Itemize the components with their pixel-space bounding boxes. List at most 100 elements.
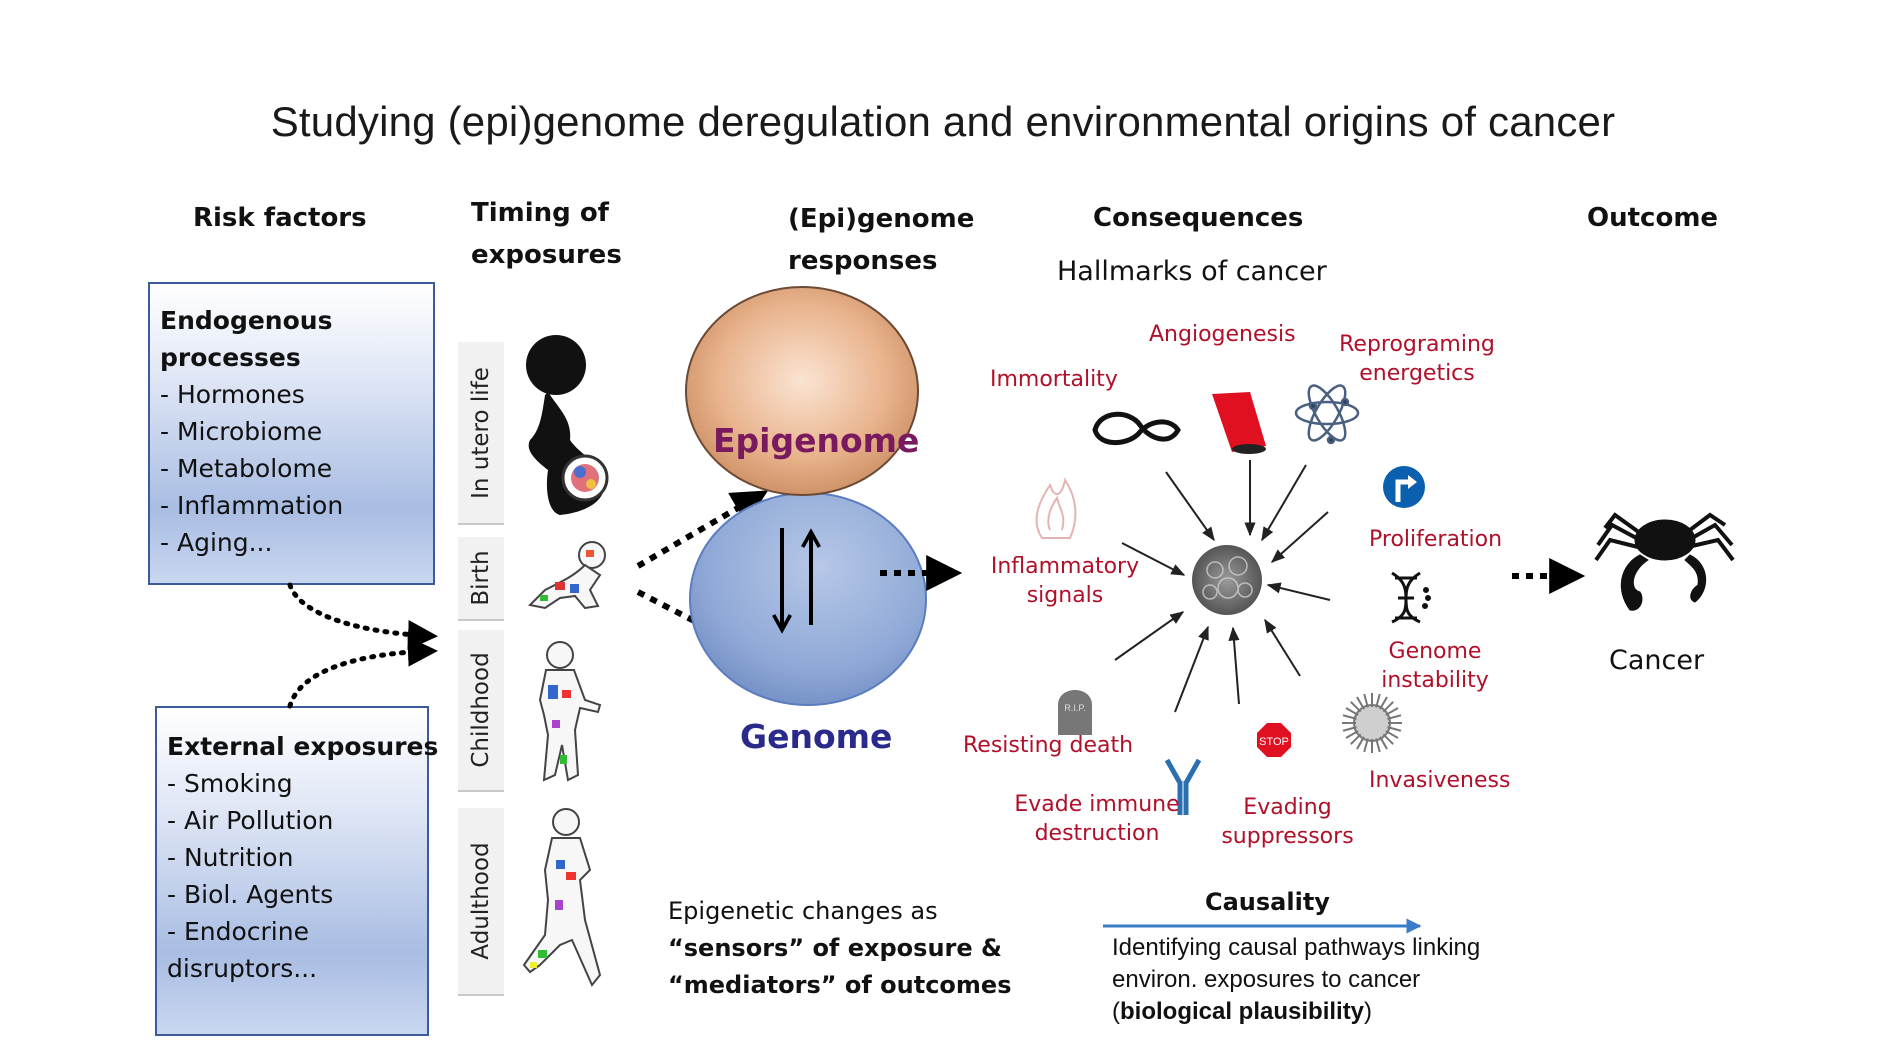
- timing-heading-line1: Timing of: [471, 198, 609, 228]
- hallmark-genome-instability: Genome instability: [1370, 637, 1500, 695]
- timing-stage-birth: Birth: [458, 537, 504, 621]
- spoke-arrow-immortality: [1165, 471, 1215, 542]
- infinity-icon: [1092, 411, 1181, 446]
- spike: [1342, 726, 1357, 732]
- child-icon: [538, 641, 602, 782]
- causality-description: Identifying causal pathways linking envi…: [1112, 932, 1480, 1028]
- hallmarks-subheading: Hallmarks of cancer: [1057, 256, 1327, 287]
- timing-stage-childhood: Childhood: [458, 630, 504, 792]
- timing-stage-in-utero: In utero life: [458, 342, 504, 525]
- biological-plausibility: biological plausibility: [1120, 998, 1365, 1025]
- spoke-arrow-evade-immune: [1174, 625, 1209, 713]
- pregnant-woman-icon: [526, 335, 609, 515]
- spiky-cell-icon: [1342, 693, 1402, 753]
- tombstone-icon: R.I.P.: [1058, 690, 1092, 735]
- endogenous-item: - Metabolome: [160, 454, 333, 483]
- hallmark-label-line2: instability: [1381, 668, 1489, 693]
- hallmark-immortality: Immortality: [990, 367, 1118, 392]
- external-heading: External exposures: [167, 732, 439, 761]
- dotted-arrow-external: [287, 636, 438, 709]
- spike: [1350, 733, 1362, 745]
- external-item: disruptors...: [167, 954, 318, 983]
- hallmark-label-line2: signals: [1026, 583, 1104, 608]
- epigenome-responses-heading: (Epi)genome responses: [788, 198, 974, 282]
- stop-sign-text: STOP: [1259, 736, 1289, 748]
- hallmark-evade-immune-destruction: Evade immune destruction: [1012, 790, 1182, 848]
- spoke-arrow-evading-suppressors: [1228, 626, 1240, 705]
- spike: [1375, 738, 1381, 753]
- antibody-icon: [1164, 758, 1202, 815]
- spoke-arrow-genome-instability: [1266, 582, 1331, 601]
- hallmark-evading-suppressors: Evading suppressors: [1220, 793, 1355, 851]
- paren-close: ): [1364, 998, 1373, 1025]
- spoke-arrow-energetics: [1261, 464, 1307, 542]
- spike: [1356, 696, 1365, 710]
- hallmark-label-line2: destruction: [1034, 821, 1160, 846]
- genome-label: Genome: [740, 717, 893, 756]
- external-item: - Air Pollution: [167, 806, 334, 835]
- dna-icon: [1391, 571, 1431, 624]
- spike: [1356, 736, 1365, 750]
- endogenous-processes-box: Endogenous processes - Hormones - Microb…: [148, 282, 435, 585]
- hallmark-resisting-death: Resisting death: [963, 733, 1134, 758]
- spike: [1342, 714, 1357, 720]
- tombstone-text: R.I.P.: [1064, 703, 1085, 713]
- external-item: - Endocrine: [167, 917, 309, 946]
- epigenome-node: [685, 286, 919, 496]
- flame-icon: [1035, 477, 1077, 539]
- turn-right-sign-icon: [1383, 466, 1425, 508]
- causality-line3: (biological plausibility): [1112, 996, 1480, 1028]
- crawling-baby-icon: [527, 541, 606, 610]
- external-item: - Smoking: [167, 769, 293, 798]
- hallmark-inflammatory-signals: Inflammatory signals: [985, 552, 1145, 610]
- tumor-cell-icon: [1192, 545, 1262, 615]
- external-item: - Nutrition: [167, 843, 294, 872]
- endogenous-item: - Hormones: [160, 380, 305, 409]
- spoke-arrow-proliferation: [1270, 511, 1329, 563]
- epi-heading-line1: (Epi)genome: [788, 204, 975, 234]
- spike: [1363, 738, 1369, 753]
- causality-label: Causality: [1205, 888, 1330, 916]
- epigenetic-sensors-note: Epigenetic changes as “sensors” of expos…: [668, 893, 1012, 1004]
- causality-line1: Identifying causal pathways linking: [1112, 934, 1481, 961]
- note-line1: Epigenetic changes as: [668, 897, 938, 925]
- diagram-title: Studying (epi)genome deregulation and en…: [270, 98, 1616, 145]
- spike: [1387, 714, 1402, 720]
- spike: [1345, 707, 1359, 716]
- endogenous-heading-line1: Endogenous: [160, 306, 333, 335]
- endogenous-item: - Aging...: [160, 528, 273, 557]
- blood-vessel-icon: [1212, 392, 1266, 454]
- note-line2: “sensors” of exposure &: [668, 934, 1002, 962]
- hallmark-label-line1: Evading: [1243, 795, 1332, 820]
- hallmark-proliferation: Proliferation: [1369, 527, 1503, 552]
- stop-sign-icon: STOP: [1257, 723, 1291, 757]
- crab-icon: [1594, 512, 1735, 611]
- spoke-arrow-invasiveness: [1264, 618, 1301, 677]
- atom-icon: [1294, 384, 1360, 445]
- spoke-arrow-inflammatory: [1121, 542, 1186, 576]
- timing-stage-adulthood: Adulthood: [458, 808, 504, 996]
- spike: [1385, 730, 1399, 739]
- hallmark-label-line1: Reprograming: [1339, 332, 1495, 357]
- spike: [1375, 693, 1381, 708]
- endogenous-item: - Inflammation: [160, 491, 344, 520]
- spike: [1382, 733, 1394, 745]
- hallmark-label-line1: Genome: [1388, 639, 1482, 664]
- spike: [1363, 693, 1369, 708]
- spike: [1379, 696, 1388, 710]
- endogenous-item: - Microbiome: [160, 417, 323, 446]
- outcome-heading: Outcome: [1587, 203, 1719, 233]
- spike: [1350, 701, 1362, 713]
- adult-walking-icon: [522, 808, 602, 987]
- note-line3: “mediators” of outcomes: [668, 971, 1012, 999]
- paren-open: (: [1112, 998, 1120, 1025]
- hallmark-reprograming-energetics: Reprograming energetics: [1337, 330, 1497, 388]
- hallmark-angiogenesis: Angiogenesis: [1149, 322, 1296, 347]
- spike: [1345, 730, 1359, 739]
- external-exposures-box: External exposures - Smoking - Air Pollu…: [155, 706, 439, 1036]
- cancer-label: Cancer: [1609, 645, 1705, 676]
- epi-heading-line2: responses: [788, 246, 938, 276]
- spike: [1385, 707, 1399, 716]
- dotted-arrow-endogenous: [287, 582, 438, 650]
